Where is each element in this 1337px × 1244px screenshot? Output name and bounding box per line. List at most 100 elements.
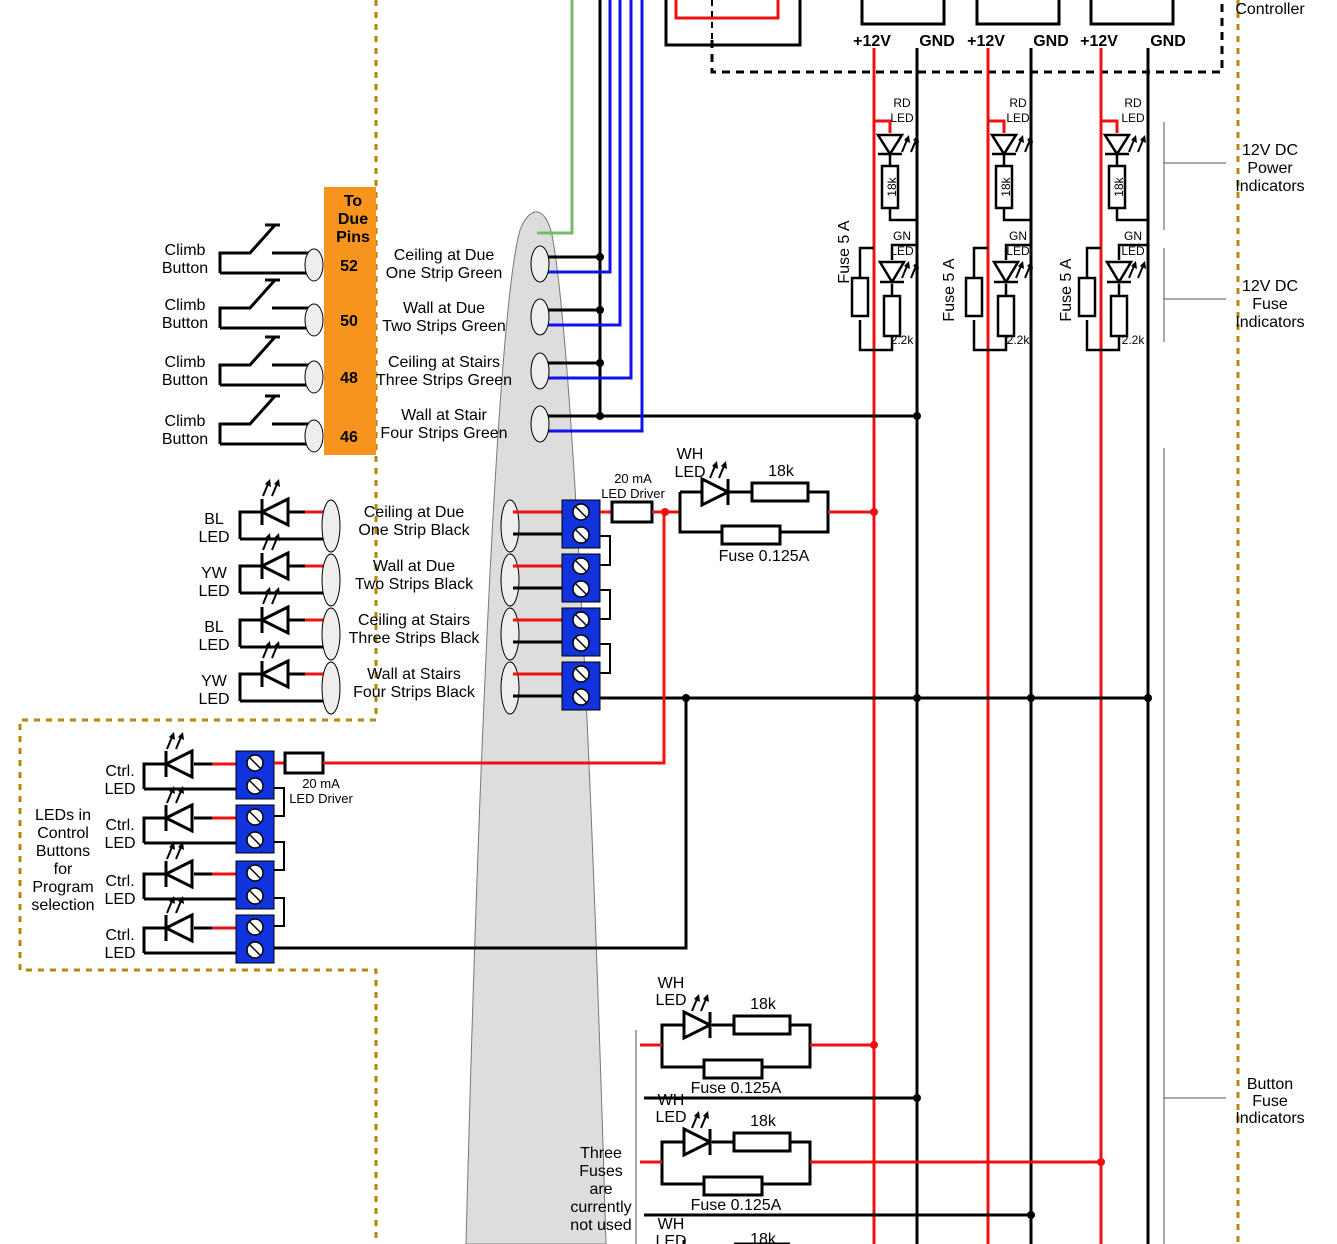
fuse-label: Fuse 0.125A <box>691 1080 782 1097</box>
connector-plug <box>500 553 520 607</box>
light-arrow-icon <box>694 994 700 1002</box>
connector-plug <box>530 405 550 443</box>
connector-plug <box>304 303 324 337</box>
junction-dot <box>913 412 921 420</box>
green-wire-label: Ceiling at Stairs <box>388 354 500 371</box>
junction-dot <box>1144 694 1152 702</box>
gn-led-label: LED <box>1006 244 1030 258</box>
light-arrow-icon <box>178 732 184 740</box>
wire <box>574 667 588 681</box>
wire <box>901 139 908 153</box>
resistor-icon <box>1109 294 1129 338</box>
driver-label: LED Driver <box>601 486 665 501</box>
due-pins-title: Due <box>338 211 368 228</box>
wh-led-label: LED <box>655 1109 686 1126</box>
wh-led-label: LED <box>674 464 705 481</box>
light-arrow-icon <box>274 641 280 649</box>
junction-dot <box>1097 1158 1105 1166</box>
wh-led-label: WH <box>658 975 685 992</box>
wire <box>640 1023 812 1069</box>
wire <box>600 589 611 620</box>
wire <box>1085 243 1148 352</box>
wire <box>709 465 716 479</box>
fuse5a-label: Fuse 5 A <box>941 258 958 321</box>
wire <box>248 779 262 793</box>
wire <box>888 154 917 222</box>
control-buttons-label: selection <box>31 897 94 914</box>
rd-led-label: LED <box>1121 111 1145 125</box>
wire <box>248 943 262 957</box>
fuse-icon <box>1077 276 1097 318</box>
button-fuse-indicators-label: Button <box>1247 1076 1293 1093</box>
light-arrow-icon <box>1027 135 1033 143</box>
wh-led-label: LED <box>655 1233 686 1244</box>
fuse5a-label: Fuse 5 A <box>836 220 853 283</box>
led-icon <box>162 912 194 944</box>
light-arrow-icon <box>265 533 271 541</box>
fuse-icon <box>850 276 870 318</box>
led-icon <box>700 476 732 508</box>
resistor-icon <box>283 751 325 775</box>
switch-icon <box>218 335 314 385</box>
wire <box>248 833 262 847</box>
wire <box>1137 265 1144 279</box>
strip-led-label: LED <box>198 637 229 654</box>
pin-number: 46 <box>340 429 358 446</box>
climb-button-label: Climb <box>165 354 206 371</box>
led-icon <box>682 1126 714 1158</box>
climb-button-label: Button <box>162 260 208 277</box>
wire <box>600 535 611 566</box>
green-wire-label: One Strip Green <box>386 265 503 282</box>
black-wire-label: Ceiling at Stairs <box>358 612 470 629</box>
rd-led-label: RD <box>1009 96 1027 110</box>
strip-led-label: LED <box>198 583 229 600</box>
power-indicators-label: Power <box>1247 160 1293 177</box>
resistor-icon <box>1107 164 1127 210</box>
ctrl-led-label: LED <box>104 945 135 962</box>
led-icon <box>258 496 290 528</box>
resistor-icon <box>702 1058 764 1080</box>
connector-plug <box>500 499 520 553</box>
wire <box>682 1240 790 1244</box>
resistor-value: 18k <box>1112 176 1126 196</box>
light-arrow-icon <box>274 587 280 595</box>
connector-plug <box>321 607 341 661</box>
wire <box>1128 265 1135 279</box>
climb-button-label: Climb <box>165 242 206 259</box>
pin-number: 52 <box>340 258 358 275</box>
wire <box>262 483 269 497</box>
green-wire-label: Three Strips Green <box>376 372 512 389</box>
wire <box>175 900 182 914</box>
light-arrow-icon <box>169 842 175 850</box>
led-icon <box>258 550 290 582</box>
ctrl-led-label: LED <box>104 781 135 798</box>
ctrl-led-label: Ctrl. <box>105 873 134 890</box>
wire <box>248 810 262 824</box>
strip-led-label: LED <box>198 691 229 708</box>
light-arrow-icon <box>1018 135 1024 143</box>
light-arrow-icon <box>913 261 919 269</box>
strip-led-label: BL <box>204 619 224 636</box>
resistor-icon <box>610 500 654 524</box>
power-indicators-label: Indicators <box>1235 178 1304 195</box>
wire <box>274 787 285 817</box>
gnd-label: GND <box>1033 33 1069 50</box>
green-wire-label: Wall at Due <box>403 300 485 317</box>
wire <box>166 790 173 804</box>
led-icon <box>991 260 1021 285</box>
wire <box>718 465 725 479</box>
junction-dot <box>596 306 604 314</box>
led-icon <box>1104 260 1134 285</box>
wire <box>901 265 908 279</box>
led-icon <box>258 658 290 690</box>
three-fuses-label: Three <box>580 1145 622 1162</box>
wire <box>1002 154 1031 222</box>
pin-number: 50 <box>340 313 358 330</box>
strip-led-label: BL <box>204 511 224 528</box>
driver-label: 20 mA <box>614 471 652 486</box>
climb-button-label: Button <box>162 372 208 389</box>
junction-dot <box>1027 1211 1035 1219</box>
ctrl-led-label: Ctrl. <box>105 763 134 780</box>
resistor-value: 2.2k <box>1122 333 1146 347</box>
